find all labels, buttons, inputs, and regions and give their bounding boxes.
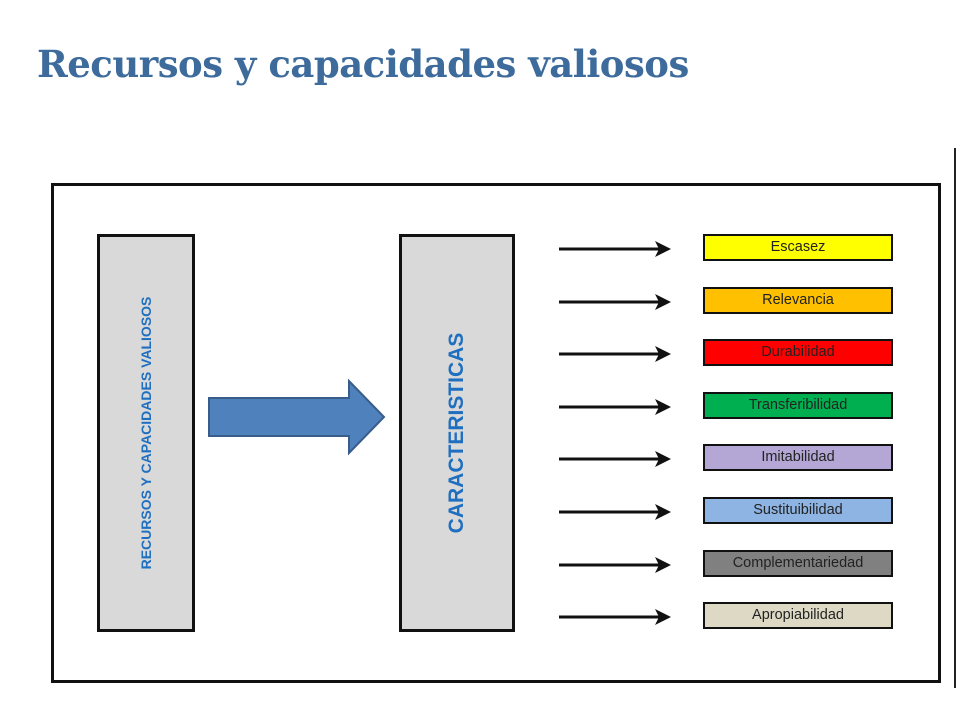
characteristic-complementariedad: Complementariedad xyxy=(703,549,893,577)
characteristic-sustituibilidad: Sustituibilidad xyxy=(703,497,893,524)
resources-box: RECURSOS Y CAPACIDADES VALIOSOS xyxy=(97,234,195,632)
characteristic-imitabilidad: Imitabilidad xyxy=(703,444,893,472)
arrow-right-icon xyxy=(559,398,671,415)
right-arrow-icon xyxy=(208,378,386,456)
characteristic-apropiabilidad: Apropiabilidad xyxy=(703,602,893,630)
characteristic-escasez: Escasez xyxy=(703,234,893,261)
arrow-right-icon xyxy=(559,504,671,520)
resources-label: RECURSOS Y CAPACIDADES VALIOSOS xyxy=(138,296,154,570)
arrow-right-icon xyxy=(559,556,671,573)
arrow-right-icon xyxy=(559,451,671,468)
characteristics-label: CARACTERISTICAS xyxy=(445,332,468,534)
slide-title: Recursos y capacidades valiosos xyxy=(37,42,689,86)
arrow-right-icon xyxy=(559,346,671,363)
characteristic-relevancia: Relevancia xyxy=(703,286,893,314)
characteristics-box: CARACTERISTICAS xyxy=(399,234,515,632)
arrow-right-icon xyxy=(559,241,671,257)
arrow-right-icon xyxy=(559,609,671,626)
characteristic-durabilidad: Durabilidad xyxy=(703,339,893,367)
edge-divider xyxy=(954,148,956,688)
characteristic-transferibilidad: Transferibilidad xyxy=(703,391,893,419)
arrow-right-icon xyxy=(559,293,671,310)
